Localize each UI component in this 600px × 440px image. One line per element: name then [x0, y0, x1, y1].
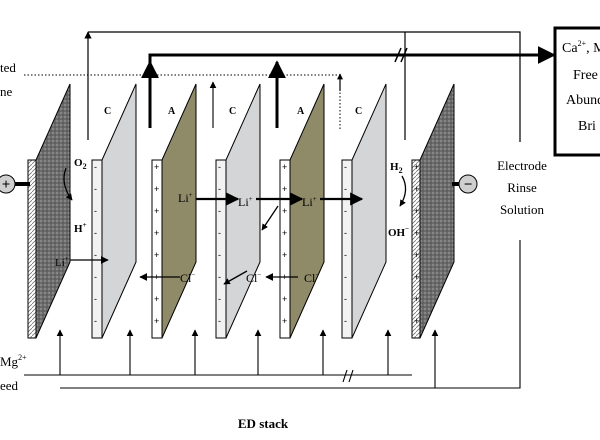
anode-electrode	[27, 83, 71, 339]
left-labels: ted ne Mg2+ eed	[0, 60, 27, 393]
membrane-a1-label: A	[168, 106, 176, 117]
plus-signs-cathode-side: + + + + + + + +	[414, 162, 419, 326]
product-box: Ca2+, M Free Abund Bri	[553, 26, 600, 157]
svg-text:+: +	[282, 206, 287, 216]
svg-text:-: -	[94, 272, 97, 282]
svg-text:+: +	[414, 162, 419, 172]
svg-text:-: -	[94, 294, 97, 304]
depleted-label-line2: ne	[0, 84, 13, 99]
membrane-charges: - - - - - - - - + + + + + + + + - - - - - - - - + + + + + + + + …	[94, 162, 419, 326]
cl-minus-label-3: Cl−	[304, 271, 319, 285]
svg-text:-: -	[344, 228, 347, 238]
svg-text:-: -	[94, 316, 97, 326]
svg-text:-: -	[344, 184, 347, 194]
svg-text:+: +	[414, 294, 419, 304]
minus-signs-c2: - - - - - - - -	[218, 162, 221, 326]
svg-text:-: -	[218, 316, 221, 326]
cathode-electrode	[411, 83, 455, 339]
flow-lines	[24, 31, 556, 389]
membrane-c3-label: C	[355, 106, 362, 117]
svg-text:-: -	[344, 316, 347, 326]
svg-text:+: +	[282, 250, 287, 260]
h-plus-label: H+	[74, 221, 87, 235]
svg-text:-: -	[94, 206, 97, 216]
plus-sign: +	[2, 177, 11, 193]
minus-sign: −	[464, 177, 473, 193]
svg-text:-: -	[218, 184, 221, 194]
membrane-a1: A	[151, 83, 197, 339]
depleted-label-line1: ted	[0, 60, 16, 75]
membrane-c2: C	[215, 83, 261, 339]
minus-signs-c1: - - - - - - - -	[94, 162, 97, 326]
rinse-line3: Solution	[500, 202, 545, 217]
membrane-c2-label: C	[229, 106, 236, 117]
species-labels: O2 H+ Li+ Li+ Li+ Li+ Cl− Cl− Cl− H2 OH−	[55, 157, 409, 285]
rinse-line2: Rinse	[507, 180, 537, 195]
cathode-terminal: −	[452, 174, 478, 194]
svg-text:-: -	[218, 250, 221, 260]
membrane-a2-label: A	[297, 106, 305, 117]
product-line4: Bri	[578, 119, 596, 134]
svg-text:+: +	[282, 184, 287, 194]
svg-text:-: -	[94, 228, 97, 238]
feed-label-line1: Mg2+	[0, 353, 27, 369]
svg-text:-: -	[218, 272, 221, 282]
svg-text:-: -	[344, 272, 347, 282]
svg-text:+: +	[154, 206, 159, 216]
cl-minus-label-2: Cl−	[246, 271, 261, 285]
li-plus-label-4: Li+	[302, 195, 317, 209]
rinse-line1: Electrode	[497, 158, 547, 173]
svg-text:-: -	[344, 294, 347, 304]
product-line3: Abund	[566, 93, 600, 108]
h2-label: H2	[390, 161, 403, 175]
minus-signs-c3: - - - - - - - -	[344, 162, 347, 326]
cl-minus-label-1: Cl−	[180, 271, 195, 285]
svg-text:+: +	[282, 162, 287, 172]
svg-text:+: +	[414, 206, 419, 216]
li-plus-label-1: Li+	[55, 255, 69, 269]
svg-text:+: +	[282, 294, 287, 304]
li-plus-label-2: Li+	[178, 191, 193, 205]
svg-text:-: -	[344, 250, 347, 260]
o2-label: O2	[74, 157, 87, 171]
membrane-c1-label: C	[104, 106, 111, 117]
svg-text:-: -	[218, 228, 221, 238]
product-line1: Ca2+, M	[562, 39, 600, 56]
svg-text:+: +	[154, 184, 159, 194]
svg-text:+: +	[414, 272, 419, 282]
rinse-label: Electrode Rinse Solution	[497, 158, 547, 217]
svg-text:-: -	[218, 162, 221, 172]
svg-text:+: +	[414, 250, 419, 260]
svg-text:-: -	[94, 250, 97, 260]
svg-text:+: +	[414, 184, 419, 194]
product-line2: Free	[573, 68, 598, 83]
svg-text:-: -	[344, 162, 347, 172]
svg-text:+: +	[154, 228, 159, 238]
li-plus-label-3: Li+	[238, 195, 253, 209]
membrane-c3: C	[341, 83, 387, 339]
membrane-a2: A	[279, 83, 325, 339]
svg-text:+: +	[282, 316, 287, 326]
svg-text:-: -	[94, 184, 97, 194]
svg-text:+: +	[414, 316, 419, 326]
svg-text:+: +	[414, 228, 419, 238]
svg-text:+: +	[282, 228, 287, 238]
ion-arrows	[63, 167, 407, 285]
svg-text:-: -	[218, 294, 221, 304]
svg-text:-: -	[94, 162, 97, 172]
membrane-c1: C	[91, 83, 137, 339]
svg-text:-: -	[344, 206, 347, 216]
ed-stack-caption: ED stack	[238, 416, 289, 431]
oh-label: OH−	[388, 225, 409, 239]
svg-text:+: +	[154, 316, 159, 326]
svg-text:+: +	[154, 162, 159, 172]
svg-text:-: -	[218, 206, 221, 216]
svg-text:+: +	[154, 250, 159, 260]
feed-label-line2: eed	[0, 378, 19, 393]
anode-terminal: +	[0, 174, 30, 194]
svg-text:+: +	[154, 294, 159, 304]
